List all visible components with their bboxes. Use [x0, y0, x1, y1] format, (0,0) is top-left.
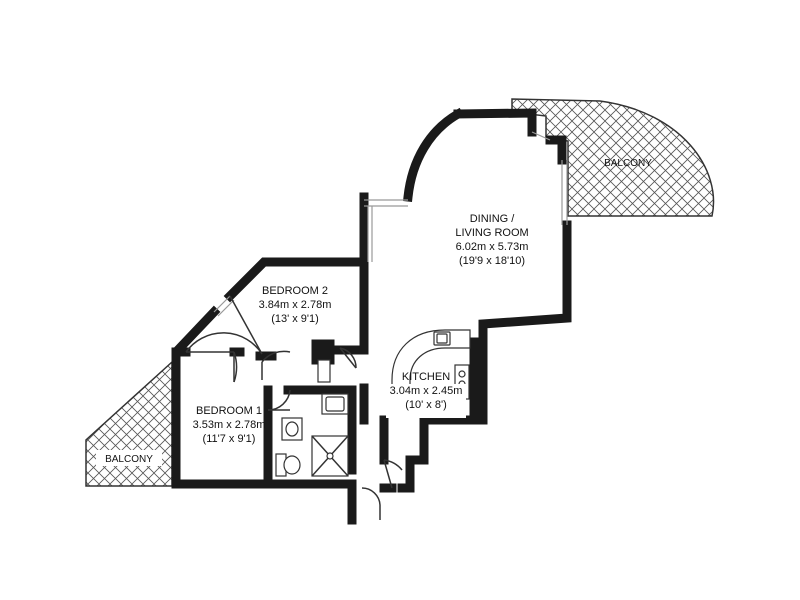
kitchen-name: KITCHEN [402, 371, 450, 383]
kitchen-metric: 3.04m x 2.45m [390, 385, 463, 397]
room-label-bedroom1: BEDROOM 1 3.53m x 2.78m (11'7 x 9'1) [193, 405, 266, 445]
room-label-kitchen: KITCHEN 3.04m x 2.45m (10' x 8') [386, 371, 466, 418]
bedroom2-imperial: (13' x 9'1) [271, 313, 319, 325]
door-swing-icon [267, 389, 291, 411]
door-swing-icon [361, 487, 381, 520]
kitchen-fixtures [391, 329, 471, 413]
sink-icon [433, 331, 451, 346]
sink-icon [281, 417, 303, 441]
door-swing-icon [185, 295, 263, 355]
balcony-right-label: BALCONY [604, 158, 652, 169]
bedroom1-name: BEDROOM 1 [196, 405, 262, 417]
door-swing-icon [261, 350, 291, 380]
kitchen-imperial: (10' x 8') [405, 399, 447, 411]
balcony-left-label: BALCONY [105, 454, 153, 465]
door-swing-icon [186, 351, 238, 383]
bedroom2-metric: 3.84m x 2.78m [259, 299, 332, 311]
dining-name-line1: DINING / [470, 213, 516, 225]
door-swing-icon [383, 459, 403, 489]
balcony-left: BALCONY [85, 360, 173, 487]
bedroom2-name: BEDROOM 2 [262, 285, 328, 297]
balcony-right: BALCONY [511, 98, 715, 217]
bedroom1-imperial: (11'7 x 9'1) [203, 433, 256, 445]
door-swing-icon [339, 347, 357, 369]
room-label-dining: DINING / LIVING ROOM 6.02m x 5.73m (19'9… [455, 213, 528, 267]
dining-imperial: (19'9 x 18'10) [459, 255, 525, 267]
shower-icon [311, 435, 349, 477]
doors [185, 295, 403, 520]
room-label-bedroom2: BEDROOM 2 3.84m x 2.78m (13' x 9'1) [259, 285, 332, 325]
walls [171, 107, 572, 525]
toilet-icon [275, 453, 301, 477]
dining-name-line2: LIVING ROOM [455, 227, 528, 239]
bathroom-fixtures [275, 359, 349, 477]
bedroom1-metric: 3.53m x 2.78m [193, 419, 266, 431]
dining-metric: 6.02m x 5.73m [456, 241, 529, 253]
sink-icon [321, 393, 349, 415]
windows [213, 131, 568, 317]
